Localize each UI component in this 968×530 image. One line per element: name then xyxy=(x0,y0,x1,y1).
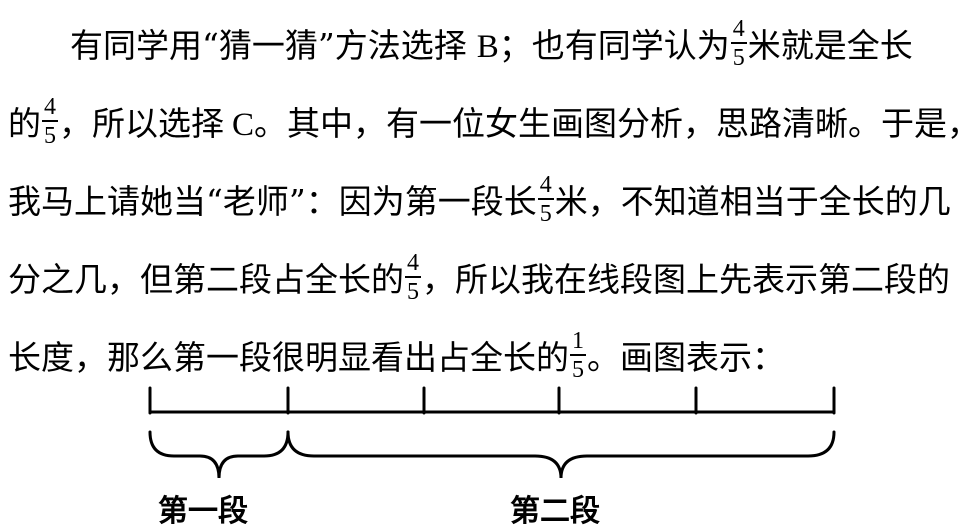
fraction-denominator: 5 xyxy=(732,44,745,71)
fraction-numerator: 4 xyxy=(539,171,552,198)
fraction-bar xyxy=(730,41,747,44)
text-run: B；也有同学认为 xyxy=(476,29,730,65)
fraction-denominator: 5 xyxy=(572,356,584,383)
first-segment-label: 第一段 xyxy=(158,494,248,529)
text-run: 。画图表示： xyxy=(587,338,785,377)
fraction-numerator: 4 xyxy=(407,249,419,276)
text-run: 我马上请她当“老师”：因为第一段长 xyxy=(8,182,537,221)
fraction-denominator: 5 xyxy=(407,278,419,305)
text-run: 米，不知道相当于全长的几 xyxy=(554,182,951,221)
text-run: 米就是全长 xyxy=(747,26,913,65)
fraction-bar xyxy=(42,119,58,122)
fraction-numerator: 4 xyxy=(44,93,56,120)
fraction-bar xyxy=(570,353,586,356)
fraction-numerator: 1 xyxy=(572,327,584,354)
paragraph-line-5: 长度，那么第一段很明显看出占全长的 1 5 。画图表示： xyxy=(8,320,785,390)
first-segment-brace xyxy=(148,430,290,479)
fraction-denominator: 5 xyxy=(539,200,552,227)
paragraph-line-3: 我马上请她当“老师”：因为第一段长 4 5 米，不知道相当于全长的几 xyxy=(8,164,951,234)
text-run: 的 xyxy=(8,104,41,143)
second-segment-label: 第二段 xyxy=(510,494,600,529)
paragraph-line-4: 分之几，但第二段占全长的 4 5 ，所以我在线段图上先表示第二段的 xyxy=(8,242,950,312)
fraction-bar xyxy=(405,275,421,278)
paragraph-line-1: 有同学用“猜一猜”方法选择 B；也有同学认为 4 5 米就是全长 xyxy=(70,8,913,78)
fraction-numerator: 4 xyxy=(732,15,745,42)
text-run: 有同学用“猜一猜”方法选择 xyxy=(70,26,467,65)
text-run: 分之几，但第二段占全长的 xyxy=(8,260,404,299)
fraction: 4 5 xyxy=(405,251,421,304)
fraction: 4 5 xyxy=(730,15,747,71)
fraction-bar xyxy=(537,197,554,200)
second-segment-brace xyxy=(286,430,836,479)
fraction-denominator: 5 xyxy=(44,122,56,149)
paragraph-line-2: 的 4 5 ，所以选择 C。其中，有一位女生画图分析，思路清晰。于是， xyxy=(8,86,968,156)
text-run: ，所以选择 xyxy=(59,104,224,143)
fraction: 1 5 xyxy=(570,329,586,382)
fraction: 4 5 xyxy=(537,171,554,227)
text-run: 长度，那么第一段很明显看出占全长的 xyxy=(8,338,569,377)
fraction: 4 5 xyxy=(42,95,58,148)
text-run: C。其中，有一位女生画图分析，思路清晰。于是， xyxy=(232,107,968,143)
text-run: ，所以我在线段图上先表示第二段的 xyxy=(422,260,950,299)
